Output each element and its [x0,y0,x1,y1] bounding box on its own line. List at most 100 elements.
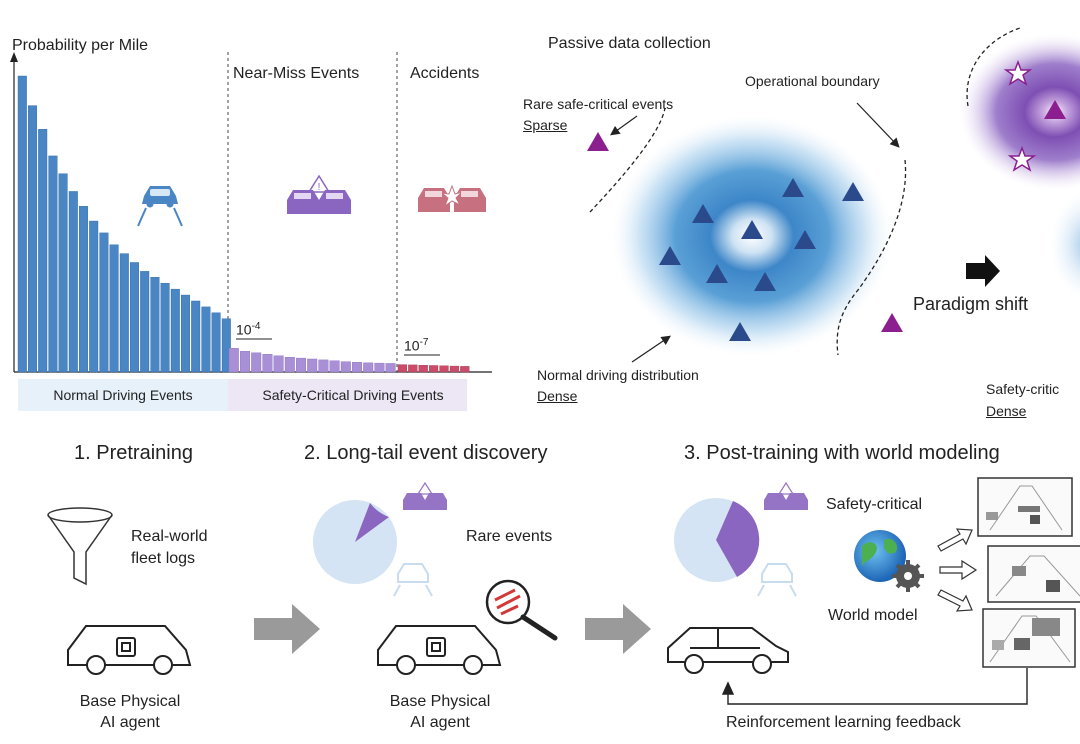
bar-series-1-11 [119,253,129,373]
rl-feedback-label: Reinforcement learning feedback [726,714,961,731]
category-bands [18,379,467,411]
bar-series-2-4 [262,354,273,373]
bar-series-1-19 [201,306,211,373]
generated-event-stars [1003,59,1037,172]
bar-series-2-10 [329,360,340,373]
bar-series-1-4 [48,155,58,373]
agent-label-2-line-1: Base Physical [389,693,491,710]
bar-series-1-2 [28,105,38,373]
near-miss-section-label: Near-Miss Events [233,65,360,82]
step-3-title: 3. Post-training with world modeling [684,442,1000,464]
threshold-underlines [236,338,440,356]
svg-text:!: ! [318,182,321,193]
fleet-logs-label-2: fleet logs [131,550,196,567]
rare-events-label: Rare safe-critical events [523,96,674,112]
annotation-arrows [610,102,900,363]
funnel-icon [47,507,113,586]
bar-series-2-2 [239,351,250,373]
magnifier-icon [485,579,558,641]
pipeline-arrow-2 [585,604,651,654]
paradigm-shift-arrow-icon [966,255,1000,287]
scenario-frames [977,477,1080,668]
safety-critical-label: Safety-critic [986,381,1060,397]
safety-distribution-blob [960,34,1080,299]
rare-events-step-label: Rare events [466,528,553,545]
bar-series-1-20 [211,312,221,373]
normal-events-band-label: Normal Driving Events [53,387,193,403]
pipeline-arrow-1 [254,604,320,654]
normal-car-icon [137,186,183,227]
bar-series-2-15 [385,363,396,373]
bar-series-3-7 [460,366,470,373]
paradigm-shift-label: Paradigm shift [913,294,1029,314]
fleet-logs-label-1: Real-world [131,528,208,545]
normal-distribution-label: Normal driving distribution [537,367,699,383]
outline-arrows [937,528,978,612]
bar-series-1-17 [180,294,190,373]
bar-series-1-8 [89,220,99,373]
safety-density-label: Dense [986,403,1027,419]
bar-series-1-1 [17,75,27,373]
rare-events-triangles [587,100,1066,332]
bar-series-3-4 [429,365,439,373]
threshold-label-near-miss: 10-4 [236,321,261,338]
bar-series-2-11 [340,361,351,373]
bar-series-1-15 [160,283,170,373]
y-axis-label: Probability per Mile [12,37,149,54]
bar-series-1-21 [221,318,231,373]
bar-series-3-2 [408,364,418,373]
bar-series-3-3 [418,364,428,373]
rl-feedback-arrow [721,668,1028,705]
step-2-title: 2. Long-tail event discovery [304,442,548,464]
chart-bars [17,75,470,373]
bar-series-2-1 [228,348,239,373]
bar-series-3-6 [449,365,460,373]
near-miss-icon-small [403,481,447,510]
normal-density-label: Dense [537,388,578,404]
threshold-label-accidents: 10-7 [404,337,429,354]
near-miss-icon-small-2 [764,481,808,510]
bar-series-1-18 [191,300,201,373]
bar-series-2-3 [251,352,262,373]
bar-series-1-6 [68,191,78,373]
agent-car-icon-3 [667,627,789,674]
globe-gear-icon [854,530,924,592]
bar-series-2-6 [284,357,295,373]
faded-car-icon-2 [757,563,797,597]
bar-series-3-1 [397,364,408,373]
pie-chart-step-3 [674,498,760,582]
bar-series-1-9 [99,232,109,373]
bar-series-2-5 [273,355,284,373]
bar-series-3-5 [439,365,449,373]
bar-series-2-9 [318,359,329,373]
agent-car-icon-2 [377,625,502,675]
near-miss-icon: ! [287,174,351,214]
accidents-section-label: Accidents [410,65,480,82]
pie-chart-step-2 [313,500,397,584]
bar-series-2-12 [352,362,363,373]
bar-series-1-12 [129,262,139,373]
normal-events-triangles [659,178,864,341]
agent-label-1-line-1: Base Physical [79,693,181,710]
rare-density-label: Sparse [523,117,568,133]
bar-series-1-16 [170,288,180,373]
world-model-label: World model [828,607,918,624]
bar-series-1-13 [140,271,150,373]
faded-car-icon [393,563,433,597]
bar-series-1-7 [78,206,88,373]
bar-series-2-8 [307,358,318,373]
step-1-title: 1. Pretraining [74,442,193,464]
bar-series-2-7 [296,357,307,373]
bar-series-1-5 [58,173,68,373]
operational-boundary-lines [589,27,1021,356]
bar-series-1-3 [38,129,48,373]
agent-car-icon-1 [67,625,192,675]
bar-series-1-10 [109,244,119,373]
accident-icon [418,184,486,212]
bar-series-2-14 [374,362,385,373]
boundary-label: Operational boundary [745,73,880,89]
agent-label-1-line-2: AI agent [100,714,160,731]
safety-critical-step-label: Safety-critical [826,496,923,513]
